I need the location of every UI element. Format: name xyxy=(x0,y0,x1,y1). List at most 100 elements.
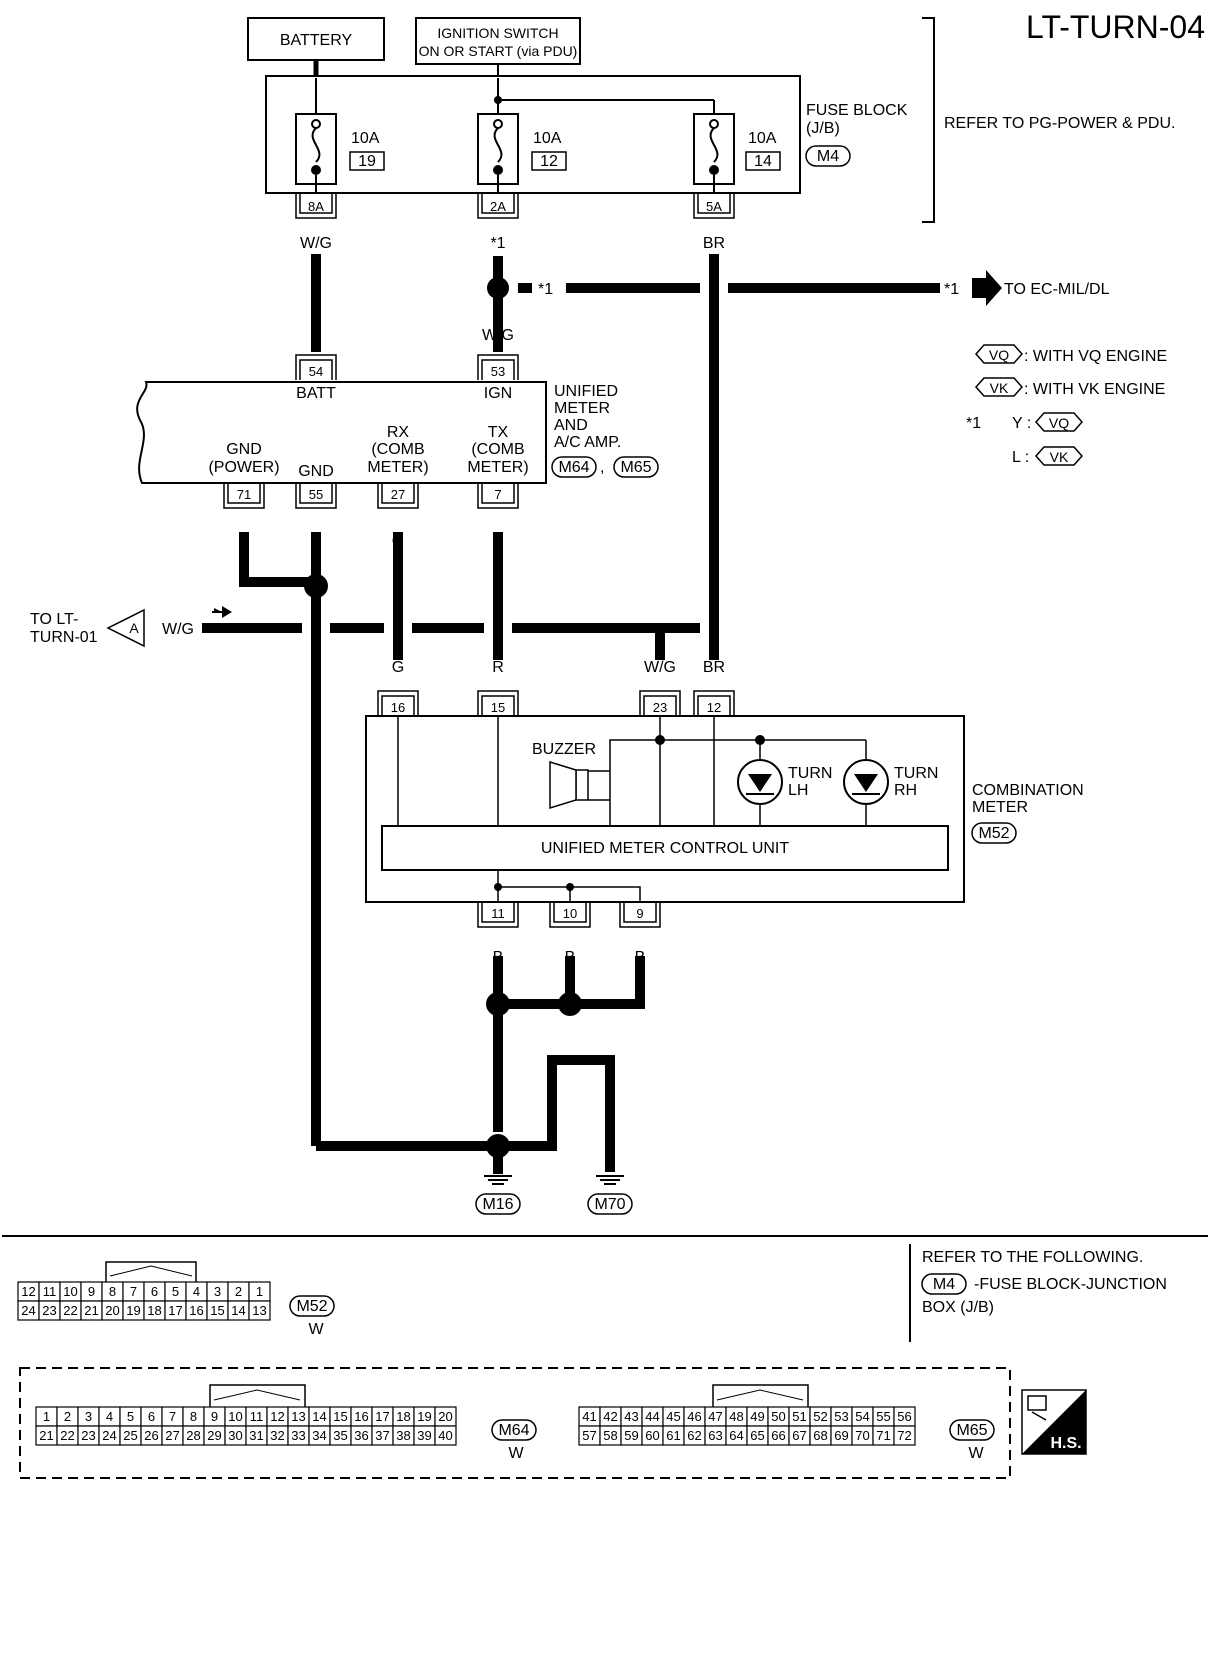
pin-9: 9 xyxy=(636,906,643,921)
splice-b1 xyxy=(486,992,510,1016)
splice-gnd xyxy=(304,574,328,598)
wire-b-gnd2: B xyxy=(493,1095,504,1112)
rx-l3: METER) xyxy=(367,459,428,476)
gnd-power-l1: GND xyxy=(226,441,262,458)
legend-y-tag: VQ xyxy=(1049,415,1069,431)
cavity-number: 57 xyxy=(582,1428,596,1443)
wire-g-16: G xyxy=(392,659,404,676)
turn-lh-lamp-icon xyxy=(737,759,783,805)
turn-lh-l1: TURN xyxy=(788,765,832,782)
unified-conn-m65: M65 xyxy=(620,459,651,476)
cavity-number: 17 xyxy=(168,1303,182,1318)
pin-53: 53 xyxy=(491,364,505,379)
cavity-number: 11 xyxy=(250,1409,264,1424)
wire-wg-1: W/G xyxy=(300,235,332,252)
cavity-number: 60 xyxy=(645,1428,659,1443)
cavity-number: 8 xyxy=(109,1284,116,1299)
legend-vk-tag: VK xyxy=(990,380,1009,396)
wire-r-7: R xyxy=(492,533,504,550)
cavity-number: 58 xyxy=(603,1428,617,1443)
comb-meter-l1: COMBINATION xyxy=(972,782,1084,799)
to-ec-mil: TO EC-MIL/DL xyxy=(1004,281,1110,298)
cavity-number: 29 xyxy=(207,1428,221,1443)
tx-l2: (COMB xyxy=(471,441,524,458)
unified-l4: A/C AMP. xyxy=(554,434,621,451)
cavity-number: 20 xyxy=(105,1303,119,1318)
cavity-number: 51 xyxy=(792,1409,806,1424)
refer-pg-power: REFER TO PG-POWER & PDU. xyxy=(944,115,1175,132)
wire-b-55: B xyxy=(311,533,322,550)
splice-b2 xyxy=(558,992,582,1016)
pin-23: 23 xyxy=(653,700,667,715)
pin-16: 16 xyxy=(391,700,405,715)
cavity-number: 10 xyxy=(63,1284,77,1299)
cavity-number: 21 xyxy=(84,1303,98,1318)
cavity-number: 26 xyxy=(144,1428,158,1443)
connector-cavity xyxy=(248,1300,271,1321)
cavity-number: 14 xyxy=(312,1409,326,1424)
comb-meter-l2: METER xyxy=(972,799,1028,816)
cavity-number: 15 xyxy=(210,1303,224,1318)
fuse-14-amp: 10A xyxy=(748,130,777,147)
cavity-number: 44 xyxy=(645,1409,659,1424)
cavity-number: 9 xyxy=(211,1409,218,1424)
cavity-number: 13 xyxy=(291,1409,305,1424)
wire-r-15: R xyxy=(492,659,504,676)
cavity-number: 30 xyxy=(228,1428,242,1443)
cavity-number: 21 xyxy=(39,1428,53,1443)
cavity-number: 5 xyxy=(172,1284,179,1299)
cavity-number: 34 xyxy=(312,1428,326,1443)
cavity-number: 41 xyxy=(582,1409,596,1424)
batt-label: BATT xyxy=(296,385,336,402)
to-lt-turn-l2: TURN-01 xyxy=(30,629,98,646)
rx-l1: RX xyxy=(387,424,410,441)
cavity-number: 6 xyxy=(148,1409,155,1424)
connector-cavity xyxy=(893,1425,916,1446)
legend-vk-text: : WITH VK ENGINE xyxy=(1024,381,1165,398)
cavity-number: 67 xyxy=(792,1428,806,1443)
cavity-number: 10 xyxy=(228,1409,242,1424)
pin-12: 12 xyxy=(707,700,721,715)
wire-star1-3: *1 xyxy=(944,281,959,298)
cavity-number: 3 xyxy=(214,1284,221,1299)
arrow-to-ec xyxy=(972,270,1002,306)
fuse-block: 10A 19 10A 12 10A 14 FUSE BLOCK (J/ xyxy=(265,75,908,194)
ground-m16: M16 xyxy=(475,1146,521,1215)
pin-55: 55 xyxy=(309,487,323,502)
cavity-number: 72 xyxy=(897,1428,911,1443)
connector-cavity xyxy=(434,1425,457,1446)
wires xyxy=(202,254,940,1172)
cavity-number: 19 xyxy=(417,1409,431,1424)
wire-g-27: G xyxy=(392,533,404,550)
cavity-number: 70 xyxy=(855,1428,869,1443)
tx-l1: TX xyxy=(488,424,509,441)
dashed-connector-group xyxy=(19,1367,1011,1479)
cavity-number: 15 xyxy=(333,1409,347,1424)
gnd-label: GND xyxy=(298,463,334,480)
fuse-12-amp: 10A xyxy=(533,130,562,147)
to-lt-turn-tag: A xyxy=(129,620,139,636)
m52-color: W xyxy=(308,1321,324,1338)
cavity-number: 4 xyxy=(193,1284,200,1299)
cavity-number: 11 xyxy=(43,1284,57,1299)
fuse-19-amp: 10A xyxy=(351,130,380,147)
cavity-number: 1 xyxy=(43,1409,50,1424)
cavity-number: 66 xyxy=(771,1428,785,1443)
legend-star: *1 xyxy=(966,415,981,432)
cavity-number: 28 xyxy=(186,1428,200,1443)
fuse-19: 10A 19 xyxy=(295,113,385,193)
cavity-number: 65 xyxy=(750,1428,764,1443)
comb-meter-conn: M52 xyxy=(978,825,1009,842)
cavity-number: 49 xyxy=(750,1409,764,1424)
turn-lh-l2: LH xyxy=(788,782,808,799)
cavity-number: 50 xyxy=(771,1409,785,1424)
cavity-number: 18 xyxy=(147,1303,161,1318)
wire-b-gnd1: B xyxy=(311,1095,322,1112)
turn-rh-l1: TURN xyxy=(894,765,938,782)
wire-b-10: B xyxy=(565,949,576,966)
cavity-number: 64 xyxy=(729,1428,743,1443)
ground-m16-label: M16 xyxy=(482,1196,513,1213)
cavity-number: 55 xyxy=(876,1409,890,1424)
cavity-number: 5 xyxy=(127,1409,134,1424)
pin-11: 11 xyxy=(491,906,505,921)
